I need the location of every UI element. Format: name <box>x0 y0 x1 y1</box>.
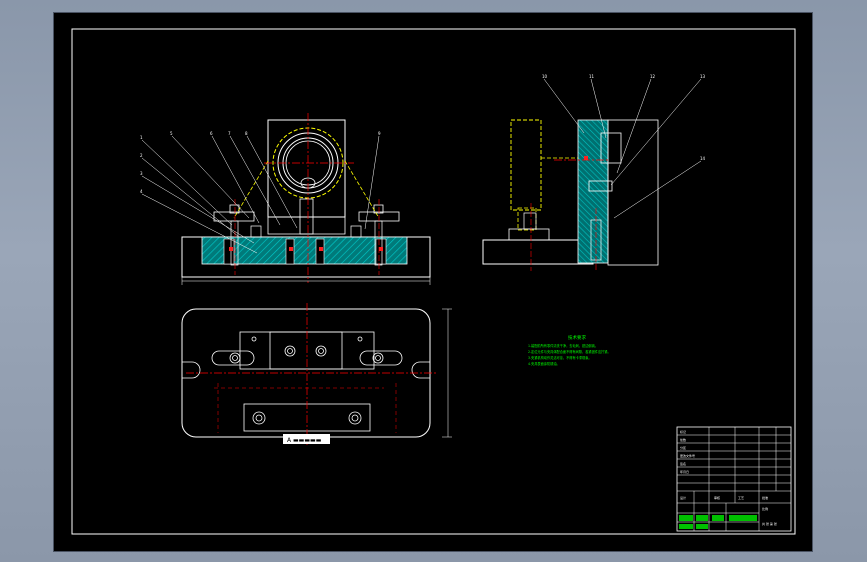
tb-row-5: 签名 <box>680 461 686 466</box>
tb-row-2: 处数 <box>680 437 686 442</box>
tech-notes: 技术要求 1.装配前所有零件清洗干净，去毛刺，锐边倒钝。 2.定位元件与夹具体配… <box>528 334 611 366</box>
cad-sheet: 1 2 3 4 5 6 7 8 9 <box>71 28 796 535</box>
tb-sheet: 共 张 第 张 <box>762 521 777 526</box>
balloon-5: 5 <box>170 131 173 136</box>
tech-note-2: 2.定位元件与夹具体配合面不得有间隙，各紧固件应拧紧。 <box>528 349 611 354</box>
title-block: 标记 处数 分区 更改文件号 签名 年月日 设计 审核 工艺 批准 比例 共 张… <box>676 426 792 532</box>
tb-row-3: 分区 <box>680 445 686 450</box>
tech-note-1: 1.装配前所有零件清洗干净，去毛刺，锐边倒钝。 <box>528 343 598 348</box>
balloon-8: 8 <box>245 131 248 136</box>
plan-view-tag: A ▬▬▬▬▬ <box>287 437 322 444</box>
drawing-viewport[interactable]: 1 2 3 4 5 6 7 8 9 <box>54 13 812 551</box>
tb-bottom-1: 设计 <box>680 495 686 500</box>
balloon-13: 13 <box>700 74 706 79</box>
tech-notes-title: 技术要求 <box>568 334 586 341</box>
balloon-3: 3 <box>140 171 143 176</box>
tech-note-4: 4.夹具表面涂防锈油。 <box>528 361 560 366</box>
balloon-7: 7 <box>228 131 231 136</box>
tech-note-3: 3.夹紧机构动作灵活可靠，不得有卡滞现象。 <box>528 355 592 360</box>
tb-row-1: 标记 <box>680 429 686 434</box>
tb-row-6: 年月日 <box>680 469 689 474</box>
balloon-6: 6 <box>210 131 213 136</box>
plan-view: A ▬▬▬▬▬ <box>181 303 452 445</box>
tb-row-4: 更改文件号 <box>680 453 695 458</box>
drawing-border-outer <box>71 28 796 535</box>
balloon-9: 9 <box>378 131 381 136</box>
tb-scale: 比例 <box>762 506 768 511</box>
balloon-12: 12 <box>650 74 656 79</box>
balloon-2: 2 <box>140 153 143 158</box>
balloon-4: 4 <box>140 189 143 194</box>
balloon-11: 11 <box>589 74 595 79</box>
tb-bottom-3: 工艺 <box>738 495 744 500</box>
balloon-1: 1 <box>140 135 143 140</box>
balloon-10: 10 <box>542 74 548 79</box>
front-view: 1 2 3 4 5 6 7 8 9 <box>140 113 431 285</box>
side-view: 10 11 12 13 14 <box>482 74 706 271</box>
tb-bottom-4: 批准 <box>762 495 768 500</box>
balloon-14: 14 <box>700 156 706 161</box>
tb-bottom-2: 审核 <box>714 495 720 500</box>
